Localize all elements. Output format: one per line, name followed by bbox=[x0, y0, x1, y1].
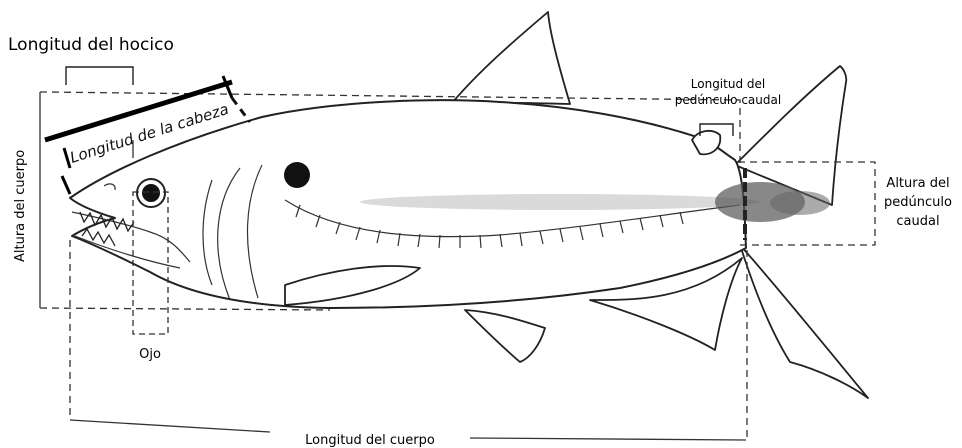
dorsal-fin bbox=[452, 12, 570, 104]
body-depth-label: Altura del cuerpo bbox=[13, 150, 28, 262]
eye-label: Ojo bbox=[139, 347, 161, 362]
body-length-line-left bbox=[70, 420, 270, 432]
body-length-label: Longitud del cuerpo bbox=[305, 433, 435, 448]
body-depth-bottom bbox=[40, 308, 330, 310]
head-guide-dash bbox=[232, 98, 250, 122]
body-length-line-right bbox=[470, 438, 746, 440]
eye-pupil bbox=[142, 184, 160, 202]
peduncle-depth-label-1: Altura del bbox=[886, 176, 949, 191]
snout-length-label: Longitud del hocico bbox=[8, 35, 174, 55]
humeral-spot bbox=[284, 162, 310, 188]
head-length-snout-tick bbox=[62, 176, 70, 194]
peduncle-depth-label-2: pedúnculo bbox=[884, 195, 952, 210]
peduncle-length-label-2: pedúnculo caudal bbox=[675, 93, 781, 107]
peduncle-depth-label-3: caudal bbox=[896, 214, 939, 229]
peduncle-length-label-1: Longitud del bbox=[691, 77, 765, 91]
snout-length-bracket bbox=[66, 67, 133, 85]
pelvic-fin bbox=[465, 310, 545, 362]
caudal-fin-lower bbox=[740, 245, 868, 398]
